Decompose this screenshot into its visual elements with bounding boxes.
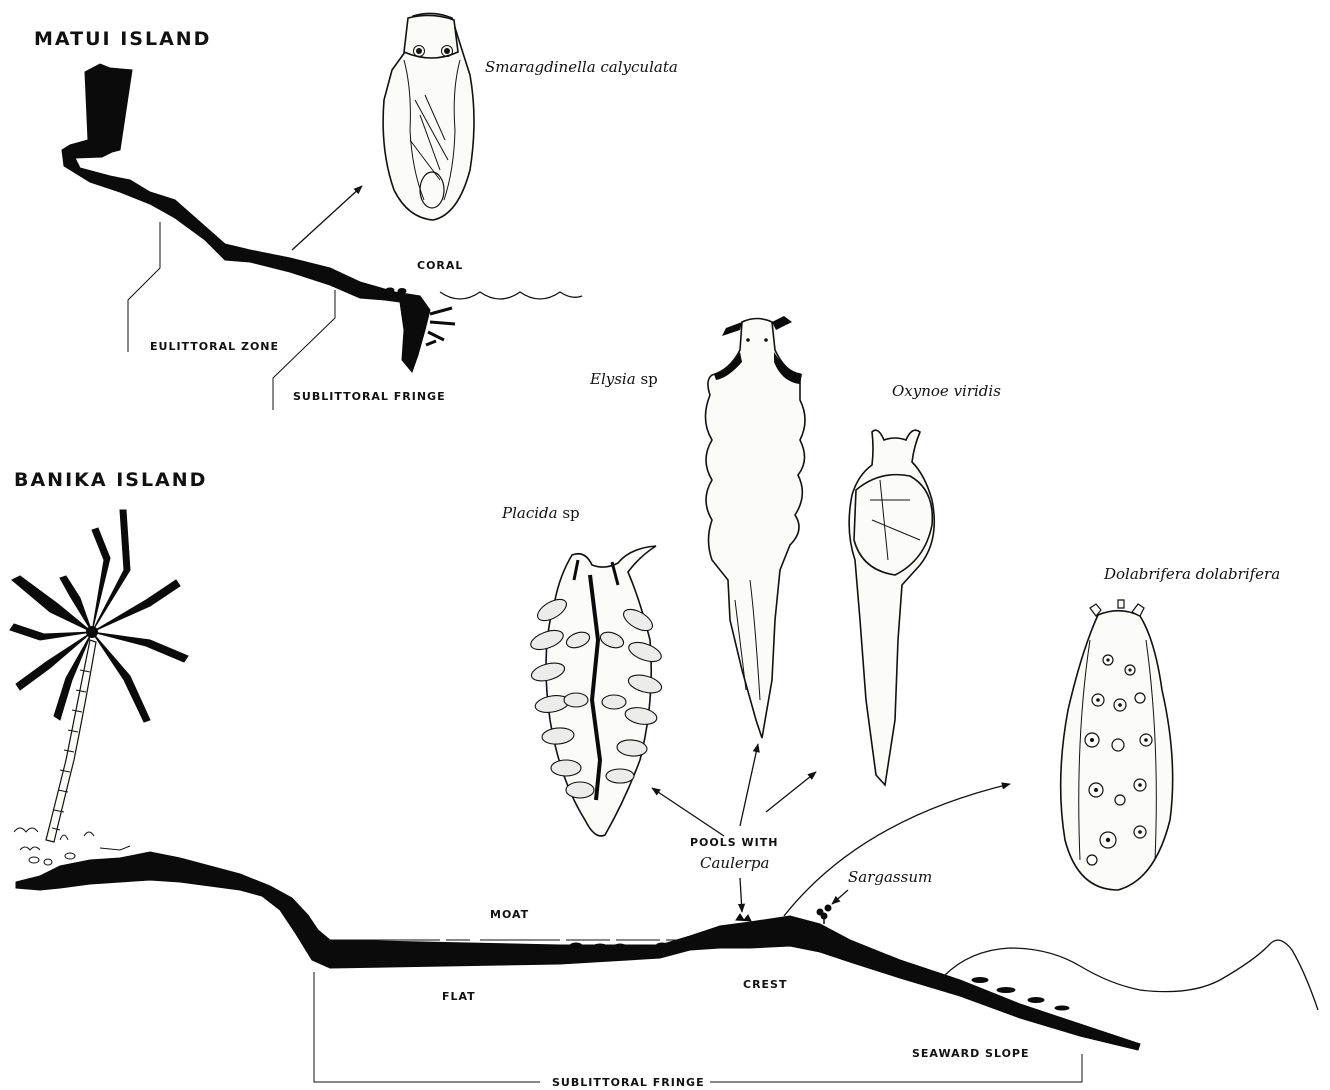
sargassum-label: Sargassum [848,868,932,886]
banika-arrows [652,744,1010,916]
dolabrifera-label: Dolabrifera dolabrifera [1103,565,1280,583]
elysia-label: Elysia sp [589,370,658,388]
smaragdinella-label: Smaragdinella calyculata [485,58,678,76]
oxynoe-label: Oxynoe viridis [892,382,1001,400]
crest-label: CREST [743,978,787,991]
matui-sublittoral-label: SUBLITTORAL FRINGE [293,390,446,403]
placida-illustration [528,546,663,836]
elysia-illustration [705,316,805,738]
banika-reef-profile [16,852,1140,1050]
matui-eulittoral-label: EULITTORAL ZONE [150,340,279,353]
placida-label: Placida sp [501,504,580,522]
dolabrifera-illustration [1061,600,1173,890]
matui-arrow [292,186,362,250]
pools-label: POOLS WITH [690,836,778,849]
flat-label: FLAT [442,990,476,1003]
matui-eulittoral-leader [128,222,160,352]
banika-sublittoral-label: SUBLITTORAL FRINGE [552,1076,705,1089]
matui-water-surface [440,292,582,299]
matui-section: MATUI ISLAND CORAL EULITTORAL ZONE SUBLI… [34,13,678,410]
moat-label: MOAT [490,908,529,921]
seaward-slope-label: SEAWARD SLOPE [912,1047,1030,1060]
pools-alga-label: Caulerpa [700,854,769,872]
banika-title: BANIKA ISLAND [14,469,207,491]
matui-title: MATUI ISLAND [34,28,211,50]
palm-tree [10,510,188,842]
oxynoe-illustration [849,430,934,785]
matui-shore-profile [62,64,430,372]
matui-coral-label: CORAL [417,259,463,272]
smaragdinella-illustration [383,13,474,220]
